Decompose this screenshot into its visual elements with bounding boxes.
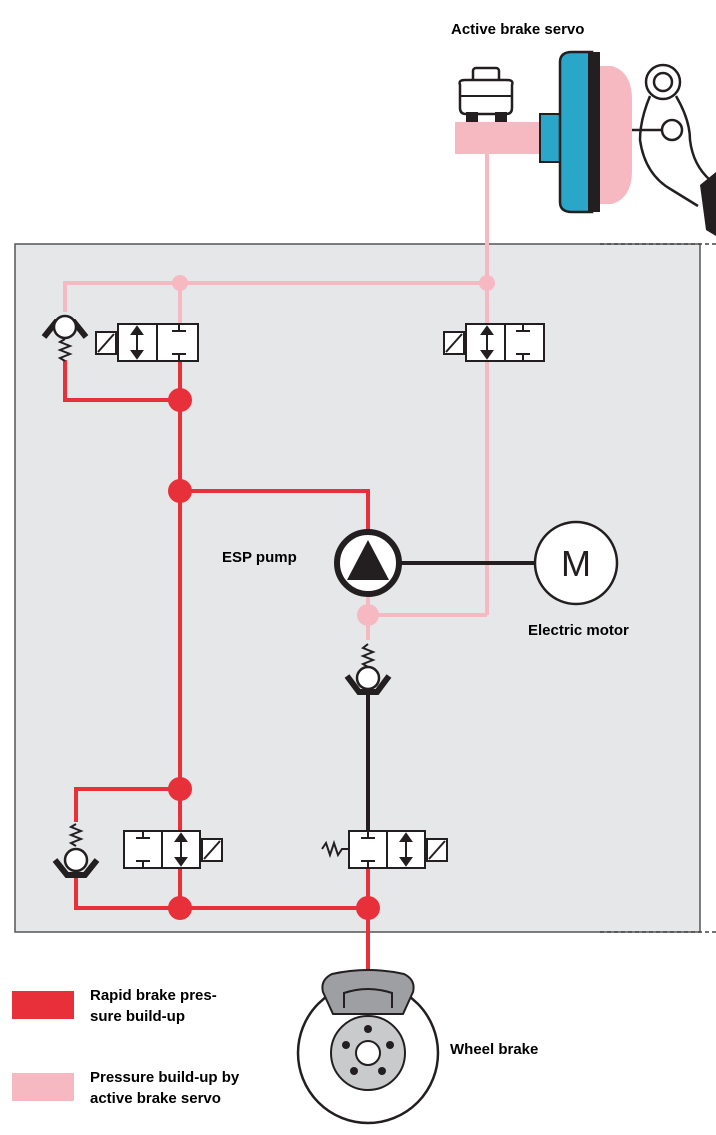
- legend-text-servo: Pressure build-up by active brake servo: [90, 1067, 239, 1109]
- servo-booster-blue: [558, 50, 594, 214]
- wheel-brake-symbol: [296, 969, 440, 1125]
- check-valve-bottom-left: [52, 823, 100, 878]
- valve-top-right: [443, 323, 545, 362]
- check-valve-pump: [344, 643, 392, 695]
- junctions: [168, 275, 495, 920]
- suction-lines: [366, 561, 534, 840]
- legend-swatch-servo: [12, 1073, 74, 1101]
- brake-pedal: [632, 63, 711, 208]
- esp-pump-symbol: [334, 529, 402, 597]
- rapid-pressure-lines: [63, 358, 370, 980]
- legend-servo-line1: Pressure build-up by: [90, 1069, 240, 1086]
- active-brake-servo: [455, 50, 716, 236]
- legend-rapid-line1: Rapid brake pres-: [90, 987, 217, 1004]
- master-cylinder: [455, 122, 545, 154]
- valve-top-left: [95, 323, 199, 362]
- esp-pump-label: ESP pump: [222, 549, 297, 566]
- electric-motor-symbol: M: [533, 520, 619, 606]
- active-brake-servo-label: Active brake servo: [451, 21, 585, 38]
- brake-caliper: [321, 969, 415, 1015]
- servo-diaphragm: [588, 52, 600, 212]
- valve-bottom-middle: [321, 830, 448, 869]
- servo-rear-housing: [600, 66, 632, 204]
- check-valve-top-left: [41, 314, 89, 362]
- legend-swatch-rapid: [12, 991, 74, 1019]
- valve-bottom-left: [123, 830, 223, 869]
- legend-text-rapid: Rapid brake pres- sure build-up: [90, 985, 217, 1027]
- electric-motor-label: Electric motor: [528, 622, 629, 639]
- wheel-brake-label: Wheel brake: [450, 1041, 539, 1058]
- motor-symbol-text: M: [561, 543, 591, 584]
- pedal-pad: [700, 172, 716, 236]
- legend-servo-line2: active brake servo: [90, 1090, 221, 1107]
- legend-rapid-line2: sure build-up: [90, 1008, 185, 1025]
